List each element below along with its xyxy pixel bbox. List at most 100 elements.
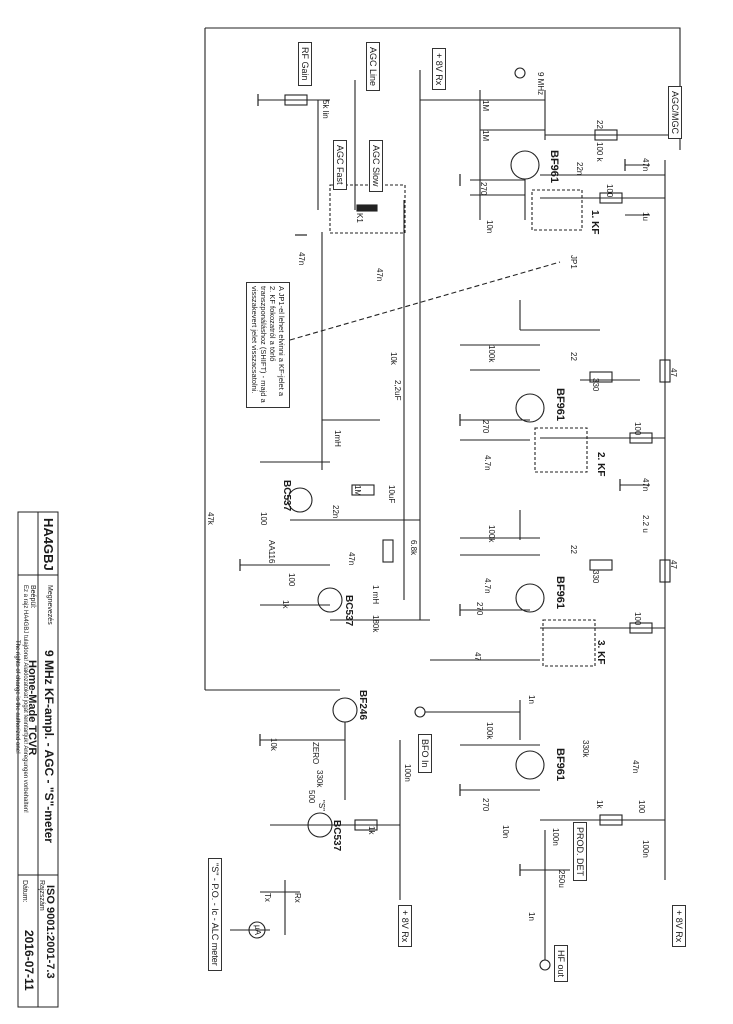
title: 9 MHz KF-ampl. - AGC - "S"-meter <box>42 650 56 843</box>
title-block-frame <box>17 511 59 1008</box>
r-rf-gain: 5k lin <box>321 100 330 119</box>
label-custom: Beépül: <box>29 585 36 609</box>
kf3-label: 3. KF <box>595 640 606 665</box>
c47n-b: 47n <box>297 252 306 266</box>
q4-label: BF961 <box>554 748 566 782</box>
c4n7-b: 4.7n <box>483 578 492 594</box>
r-1m-b: 1M <box>481 130 490 142</box>
agc-slow-label: AGC Slow <box>369 140 383 192</box>
c10n-b: 10n <box>501 825 510 839</box>
r100-a: 100 <box>605 184 614 198</box>
r47-a: 47 <box>669 368 678 377</box>
r270-a: 270 <box>479 182 488 196</box>
r10k-b: 10k <box>269 738 278 751</box>
c2u2: 2,2uF <box>393 380 402 401</box>
l1mh: 1mH <box>333 430 342 447</box>
r100k-c: 100k <box>487 525 496 543</box>
r100-b: 100 <box>633 422 642 436</box>
hf-out-label: HF out <box>554 945 568 983</box>
tx-label: Tx <box>263 893 272 902</box>
jp1-note: A JP1-el lehet elvinni a KF-jelet a 2. K… <box>246 282 290 408</box>
rx-label: Rx <box>293 893 302 903</box>
r180k: 180k <box>371 615 380 633</box>
c47n-c: 47n <box>375 268 384 282</box>
c1n-b: 1n <box>527 912 536 921</box>
s-pot: "S" <box>317 800 326 812</box>
c22n-b: 22n <box>331 505 340 519</box>
aa116: AA116 <box>267 540 276 564</box>
c1n-a: 1n <box>527 695 536 704</box>
bc537-2-label: BC537 <box>343 595 354 627</box>
zero-pot: ZERO <box>311 742 320 765</box>
c47n-a: 47n <box>641 158 650 172</box>
r270-c: 270 <box>475 602 484 616</box>
r47-b: 47 <box>669 560 678 569</box>
rf-gain-label: RF Gain <box>298 42 312 86</box>
plus8v-rx-top-label: + 8V Rx <box>432 48 446 91</box>
r10k: 10k <box>389 352 398 365</box>
r1k-b: 1k <box>595 800 604 809</box>
l250u: 250u <box>557 870 566 888</box>
author: HA4GBJ <box>41 518 56 571</box>
c100n-b: 100n <box>641 840 650 858</box>
relay-label: K1 <box>355 213 364 223</box>
c100n-c: 100n <box>403 764 412 782</box>
jp1-label: JP1 <box>569 255 578 269</box>
c500: 500 <box>307 790 316 804</box>
c100-b: 100 <box>287 573 296 587</box>
standard: ISO 9001:2001-7.3 <box>44 885 56 979</box>
bc537-1-label: BC537 <box>281 480 292 512</box>
plus8v-rx-right-label: + 8V Rx <box>672 905 686 948</box>
date: 2016-07-11 <box>22 930 36 991</box>
l1mh-b: 1 mH <box>371 585 380 605</box>
c47-d: 47 <box>473 652 482 661</box>
prod-det-label: PROD. DET <box>573 822 587 882</box>
c10n-a: 10n <box>485 220 494 234</box>
wiring <box>204 27 681 971</box>
c47n-f: 47n <box>631 760 640 774</box>
c47n-e: 47n <box>641 478 650 492</box>
agc-line-label: AGC Line <box>366 42 380 92</box>
c22-c: 22 <box>569 545 578 554</box>
r1k-a: 1k <box>281 600 290 609</box>
c47n-d: 47n <box>347 552 356 566</box>
ground-symbols <box>239 94 626 876</box>
c100-a: 100 <box>259 512 268 526</box>
r1m-c: 1M <box>353 485 362 497</box>
r6k8: 6.8k <box>409 540 418 556</box>
c4n7-a: 4.7n <box>483 455 492 471</box>
kf2-label: 2. KF <box>595 452 606 477</box>
r270-b: 270 <box>481 420 490 434</box>
agc-mgc-label: AGC/MGC <box>668 86 682 140</box>
bc537-3-label: BC537 <box>331 820 342 852</box>
c10uf: 10uF <box>387 485 396 504</box>
q3-label: BF961 <box>554 576 566 610</box>
r100k-a: 100 k <box>595 142 604 162</box>
plus8v-rx-bottom-label: + 8V Rx <box>398 905 412 948</box>
r330k: 330k <box>581 740 590 758</box>
r100-d: 100 <box>637 800 646 814</box>
c22-b: 22 <box>569 352 578 361</box>
c2u2-b: 2.2 u <box>641 515 650 533</box>
q1-label: BF961 <box>548 150 560 184</box>
label-title: Megnevezés <box>46 585 53 625</box>
r100-c: 100 <box>633 612 642 626</box>
bfo-in-label: BFO In <box>418 734 432 773</box>
bf246-label: BF246 <box>357 690 368 721</box>
r100k-b: 100k <box>487 345 496 363</box>
r330k-b: 330k <box>315 770 324 788</box>
copyright-2: The rights of change is the authorized o… <box>14 640 20 754</box>
xtal-filter-label: 9 MHz <box>536 72 545 96</box>
r330-b: 330 <box>591 570 600 584</box>
meter-label: µA <box>253 925 262 935</box>
c1u-a: 1u <box>641 212 650 221</box>
agc-fast-label: AGC Fast <box>333 140 347 190</box>
r100k-d: 100k <box>485 722 494 740</box>
c22-a: 22 <box>595 120 604 129</box>
c100n-a: 100n <box>551 828 560 846</box>
label-date: Dátum: <box>21 880 28 903</box>
copyright-1: Ez a rajz HA4GBJ tulajdona! Alaklozatoka… <box>22 585 28 813</box>
kf1-label: 1. KF <box>589 210 600 235</box>
r-1m-a: 1M <box>481 100 490 112</box>
